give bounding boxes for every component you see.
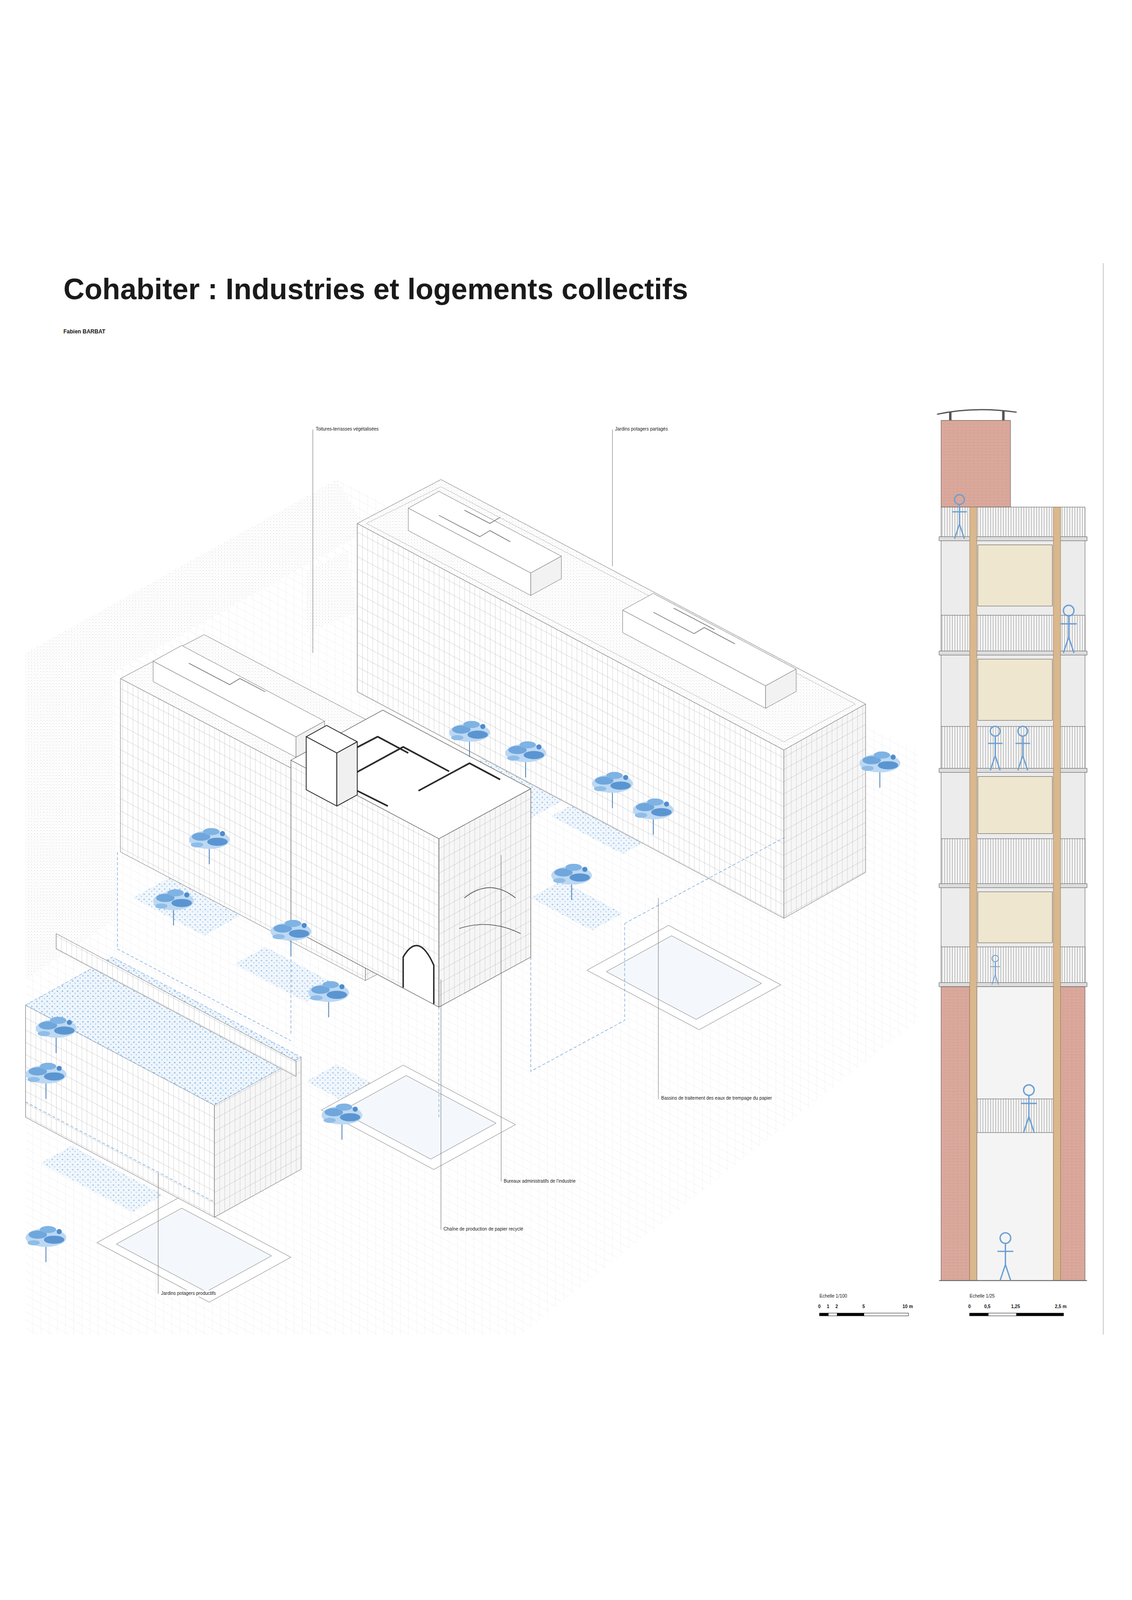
- scale-number: 2,5 m: [1054, 1304, 1067, 1310]
- author-name: Fabien BARBAT: [63, 328, 106, 335]
- callout-label: Jardins potagers productifs: [159, 1290, 218, 1298]
- ground: [25, 479, 919, 1336]
- callout-label: Jardins potagers partagés: [613, 426, 670, 433]
- scale-title: Echelle 1/25: [969, 1293, 995, 1300]
- poster-title: Cohabiter : Industries et logements coll…: [63, 271, 689, 308]
- scale-number: 1,25: [1011, 1304, 1020, 1310]
- scale-number: 1: [826, 1304, 830, 1310]
- callout-label: Bassins de traitement des eaux de trempa…: [659, 1095, 774, 1102]
- facade-elevation: [937, 409, 1088, 1282]
- scale-number: 0: [968, 1304, 971, 1310]
- scale-number: 10 m: [902, 1304, 913, 1310]
- scale-bar: [819, 1313, 1064, 1317]
- housing-block: [25, 933, 302, 1218]
- scale-number: 0,5: [984, 1304, 991, 1310]
- scale-title: Echelle 1/100: [819, 1293, 848, 1300]
- tree: [25, 721, 901, 1263]
- callout-label: Chaîne de production de papier recyclé: [442, 1226, 525, 1233]
- scale-number: 0: [818, 1304, 821, 1310]
- callout-label: Bureaux administratifs de l'industrie: [502, 1178, 578, 1185]
- callout-label: Toitures-terrasses végétalisées: [314, 426, 381, 433]
- scale-number: 2: [835, 1304, 839, 1310]
- paper-factory: [291, 710, 532, 1008]
- plot-outline: [25, 836, 787, 1203]
- leader-line: [158, 429, 659, 1295]
- scale-number: 5: [862, 1304, 866, 1310]
- frame-line: [1102, 263, 1104, 1336]
